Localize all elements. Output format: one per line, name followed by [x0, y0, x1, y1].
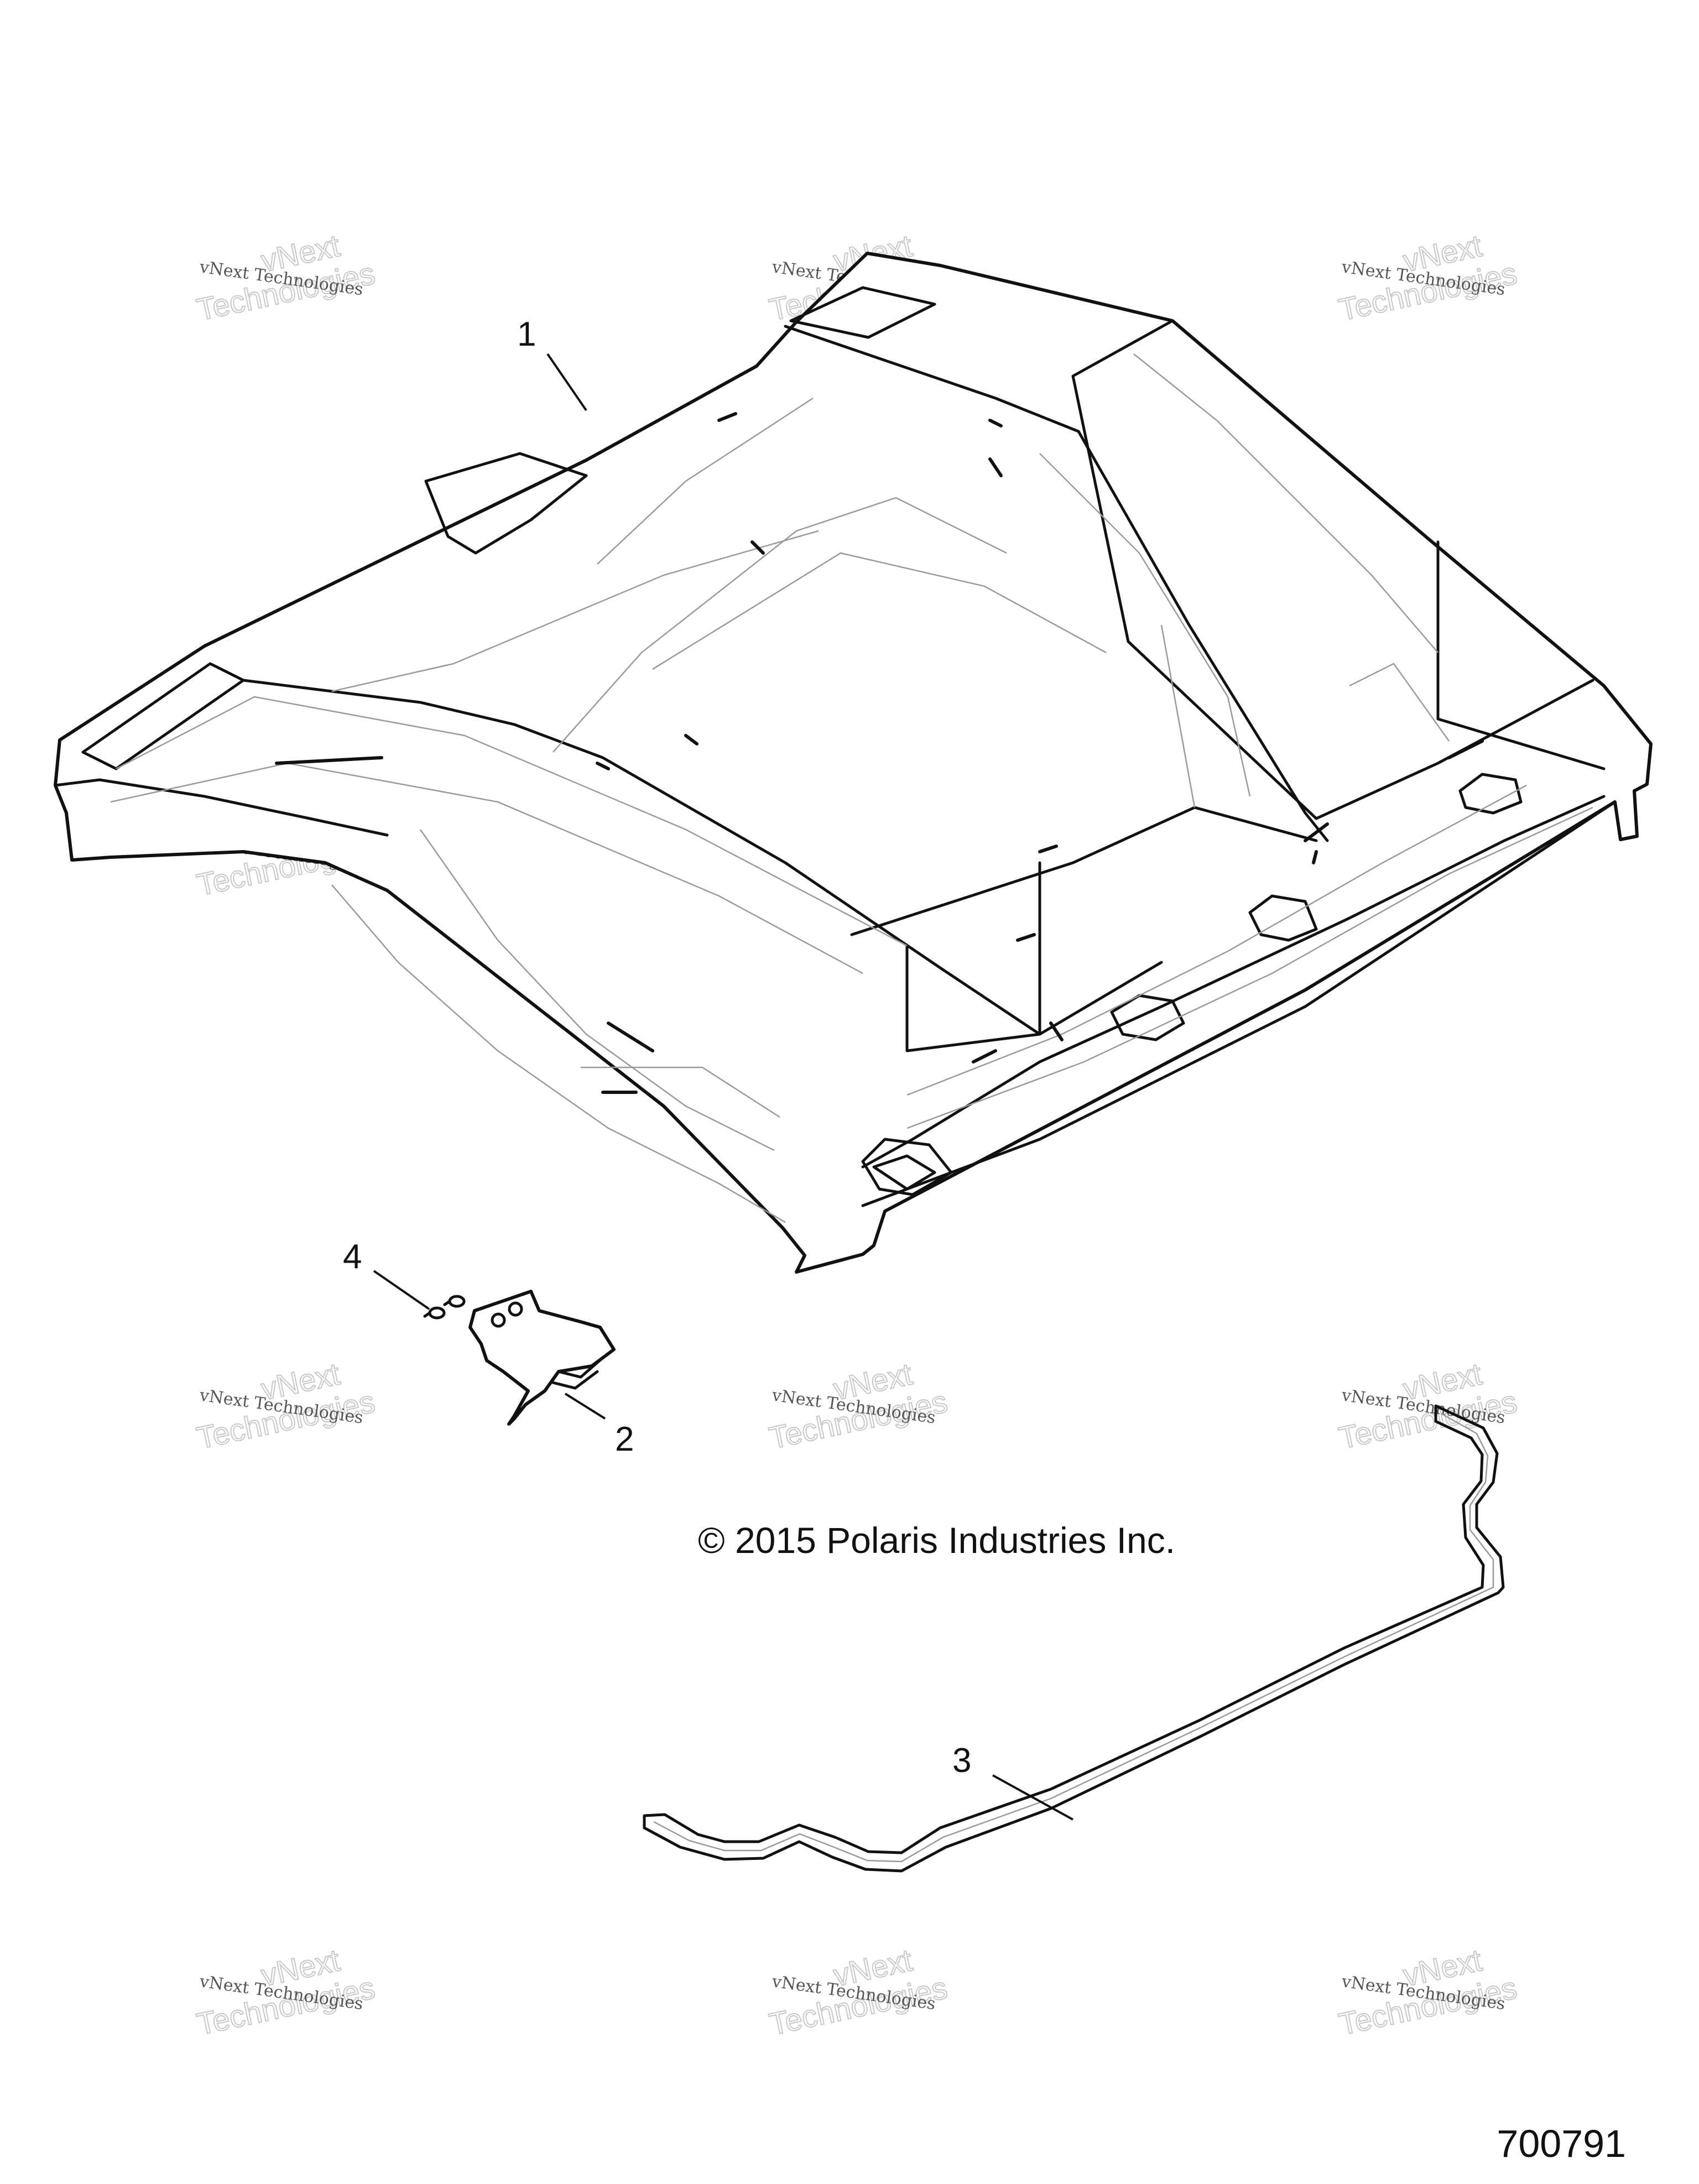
roof-top-vent-2: [789, 286, 936, 339]
bracket-hole-2: [508, 1301, 523, 1317]
roof-left-ridge: [242, 679, 1163, 1036]
callout-2-leader: [564, 1393, 606, 1420]
callout-3-leader: [992, 1774, 1073, 1821]
seal-inner: [653, 1412, 1494, 1863]
roof-seam-marks: [275, 412, 1484, 1094]
screw-1: [428, 1306, 446, 1320]
seal-outer: [643, 1404, 1505, 1873]
roof-outline: [54, 252, 1653, 1274]
roof-right-step: [1436, 540, 1606, 770]
drawing-number: 700791: [1497, 2122, 1626, 2165]
roof-surface-contours: [110, 353, 1593, 1223]
callout-4-leader: [373, 1270, 430, 1310]
bracket-hole-1: [491, 1312, 506, 1328]
seal-part[interactable]: [643, 1404, 1505, 1873]
roof-part[interactable]: [54, 252, 1653, 1274]
bracket-outline: [468, 1290, 616, 1426]
bracket-slot: [551, 1370, 599, 1390]
roof-rear-vents: [861, 773, 1523, 1196]
screw-part[interactable]: [373, 1270, 466, 1320]
roof-rear-panel-2: [905, 944, 1041, 1052]
callout-3: 3: [952, 1742, 971, 1780]
callout-1-leader: [546, 353, 587, 411]
roof-left-nose: [54, 778, 389, 837]
roof-top-vent: [424, 452, 588, 555]
screw-2: [448, 1295, 466, 1308]
callout-4: 4: [343, 1238, 362, 1276]
callout-2: 2: [615, 1420, 634, 1458]
roof-center-ridge: [784, 325, 1329, 842]
bracket-part[interactable]: [468, 1290, 616, 1426]
bracket-fold: [557, 1348, 616, 1379]
roof-rear-lip: [861, 795, 1606, 1169]
callout-1: 1: [517, 315, 536, 353]
roof-rear-panel: [850, 806, 1318, 936]
copyright-notice: © 2015 Polaris Industries Inc.: [698, 1520, 1175, 1561]
